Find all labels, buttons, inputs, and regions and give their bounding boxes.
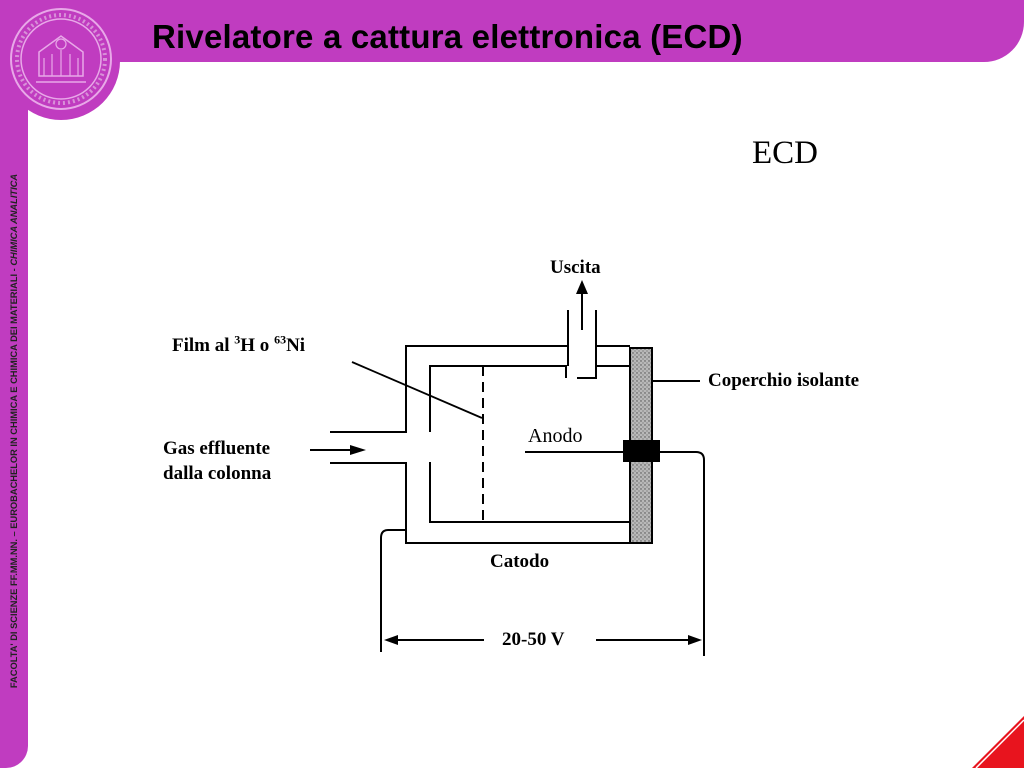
chamber-inner-bottom xyxy=(429,462,630,523)
gas-label-line1: Gas effluente xyxy=(163,438,271,459)
film-isotope1-mass: 3 xyxy=(234,332,241,347)
housing-inner-wall xyxy=(330,462,630,544)
slide-title: Rivelatore a cattura elettronica (ECD) xyxy=(152,18,743,55)
voltage-label: 20-50 V xyxy=(502,629,565,650)
gas-label-line2: dalla colonna xyxy=(163,463,272,484)
voltage-arrow-left-head xyxy=(384,635,398,645)
film-isotope2-mass: 63 xyxy=(274,332,287,347)
outlet-arrow-head xyxy=(576,280,588,294)
film-label: Film al 3H o 63Ni xyxy=(172,334,305,358)
cathode-wire xyxy=(380,529,406,652)
film-isotope2-symbol: Ni xyxy=(286,335,306,356)
housing-outer-wall xyxy=(330,310,569,433)
corner-triangle-icon xyxy=(972,716,1024,768)
housing-outer-wall-right xyxy=(595,310,630,347)
film-leader-line xyxy=(351,361,483,419)
university-seal-icon xyxy=(10,8,112,110)
voltage-arrow-right-head xyxy=(688,635,702,645)
anode-connector xyxy=(623,440,660,462)
film-isotope1-symbol: H o xyxy=(240,335,275,356)
outlet-label: Uscita xyxy=(550,257,601,278)
anode-label: Anodo xyxy=(528,425,583,447)
side-bar xyxy=(0,0,28,768)
cathode-label: Catodo xyxy=(490,551,550,572)
title-bar xyxy=(0,0,1024,62)
chamber-inner-wall xyxy=(577,365,630,379)
film-label-prefix: Film al xyxy=(172,335,235,356)
chamber-inner-wall-left xyxy=(429,365,567,432)
cover-label: Coperchio isolante xyxy=(708,370,860,391)
diagram-heading: ECD xyxy=(752,135,818,171)
anode-wire xyxy=(660,451,705,656)
gas-arrow-head xyxy=(350,445,366,455)
